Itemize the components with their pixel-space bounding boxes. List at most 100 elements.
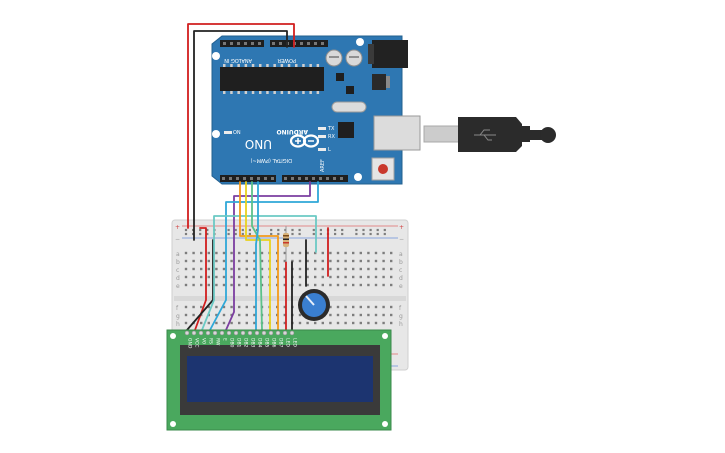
breadboard-hole bbox=[352, 275, 355, 279]
lcd-pin[interactable] bbox=[212, 330, 218, 336]
digital-pin[interactable] bbox=[333, 177, 336, 180]
breadboard-hole bbox=[215, 267, 218, 271]
digital-pin[interactable] bbox=[243, 177, 246, 180]
digital-pin[interactable] bbox=[326, 177, 329, 180]
rail-hole bbox=[234, 232, 237, 236]
digital-pin[interactable] bbox=[284, 177, 287, 180]
digital-pin[interactable] bbox=[222, 177, 225, 180]
breadboard-hole bbox=[306, 283, 309, 287]
analog-pin[interactable] bbox=[251, 42, 254, 45]
lcd-pin[interactable] bbox=[289, 330, 295, 336]
rail-hole bbox=[248, 232, 251, 236]
power-pin[interactable] bbox=[272, 42, 275, 45]
rail-hole bbox=[284, 228, 287, 232]
analog-pin[interactable] bbox=[230, 42, 233, 45]
digital-pin[interactable] bbox=[236, 177, 239, 180]
digital-pin[interactable] bbox=[264, 177, 267, 180]
breadboard-hole bbox=[207, 283, 210, 287]
lcd-pin[interactable] bbox=[184, 330, 190, 336]
digital-pin[interactable] bbox=[340, 177, 343, 180]
breadboard-hole bbox=[298, 275, 302, 279]
breadboard-hole bbox=[200, 275, 203, 279]
breadboard-hole bbox=[283, 267, 286, 271]
rail-hole bbox=[199, 228, 202, 232]
breadboard-hole bbox=[352, 305, 355, 309]
power-pin[interactable] bbox=[314, 42, 317, 45]
breadboard-hole bbox=[283, 313, 286, 317]
breadboard-hole bbox=[382, 275, 385, 279]
digital-pin[interactable] bbox=[257, 177, 260, 180]
breadboard-hole bbox=[329, 275, 332, 279]
analog-pin[interactable] bbox=[223, 42, 226, 45]
arduino-uno-board[interactable]: ANALOG IN POWER TX RX L ON bbox=[211, 35, 421, 185]
lcd-pin[interactable] bbox=[240, 330, 246, 336]
lcd-pin[interactable] bbox=[226, 330, 232, 336]
breadboard-hole bbox=[382, 313, 385, 317]
digital-pin[interactable] bbox=[291, 177, 294, 180]
breadboard-hole bbox=[314, 283, 317, 287]
breadboard-hole bbox=[260, 251, 264, 255]
breadboard-hole bbox=[245, 283, 248, 287]
lcd-pin[interactable] bbox=[205, 330, 211, 336]
digital-pin[interactable] bbox=[229, 177, 232, 180]
breadboard-hole bbox=[367, 267, 370, 271]
row-letter-h: h bbox=[176, 321, 180, 328]
lcd-pin[interactable] bbox=[198, 330, 204, 336]
lcd-pin[interactable] bbox=[247, 330, 253, 336]
lcd-pin[interactable] bbox=[275, 330, 281, 336]
power-pin[interactable] bbox=[321, 42, 324, 45]
lcd-pin[interactable] bbox=[261, 330, 267, 336]
breadboard-hole bbox=[352, 321, 355, 325]
rail-plus-label-right: + bbox=[399, 224, 404, 231]
digital-pin[interactable] bbox=[271, 177, 274, 180]
potentiometer[interactable] bbox=[298, 289, 330, 321]
rail-minus-label-right: − bbox=[399, 236, 404, 243]
breadboard-hole bbox=[192, 313, 195, 317]
rail-hole bbox=[319, 228, 322, 232]
lcd-pin[interactable] bbox=[233, 330, 239, 336]
power-pin[interactable] bbox=[300, 42, 303, 45]
analog-pin[interactable] bbox=[237, 42, 240, 45]
lcd-pin[interactable] bbox=[191, 330, 197, 336]
breadboard-hole bbox=[321, 283, 324, 287]
breadboard-hole bbox=[321, 321, 324, 325]
rail-hole bbox=[383, 232, 386, 236]
breadboard-hole bbox=[222, 267, 226, 271]
digital-pin[interactable] bbox=[319, 177, 322, 180]
breadboard-hole bbox=[374, 251, 378, 255]
wire-d2 bbox=[225, 181, 311, 331]
digital-pin[interactable] bbox=[305, 177, 308, 180]
lcd-pin[interactable] bbox=[219, 330, 225, 336]
breadboard-hole bbox=[291, 251, 294, 255]
lcd-pin-label: RS bbox=[208, 338, 214, 344]
power-pin[interactable] bbox=[307, 42, 310, 45]
analog-pin[interactable] bbox=[244, 42, 247, 45]
row-letter-c: c bbox=[176, 267, 179, 274]
breadboard-hole bbox=[230, 313, 233, 317]
power-pin[interactable] bbox=[279, 42, 282, 45]
breadboard-hole bbox=[390, 305, 393, 309]
chip-pin bbox=[302, 91, 305, 94]
digital-pin[interactable] bbox=[312, 177, 315, 180]
breadboard-hole bbox=[192, 259, 195, 263]
breadboard-hole bbox=[215, 321, 218, 325]
lcd-pin[interactable] bbox=[282, 330, 288, 336]
lcd-pin-label: E bbox=[222, 338, 228, 341]
breadboard-hole bbox=[200, 251, 203, 255]
breadboard-hole bbox=[336, 305, 340, 309]
digital-pin[interactable] bbox=[298, 177, 301, 180]
breadboard-hole bbox=[344, 305, 347, 309]
lcd-pin[interactable] bbox=[254, 330, 260, 336]
breadboard-hole bbox=[253, 259, 256, 263]
breadboard-hole bbox=[359, 251, 362, 255]
analog-pin[interactable] bbox=[258, 42, 261, 45]
breadboard-hole bbox=[344, 283, 347, 287]
lcd-pin[interactable] bbox=[268, 330, 274, 336]
breadboard-hole bbox=[238, 267, 241, 271]
digital-pin[interactable] bbox=[250, 177, 253, 180]
rail-hole bbox=[362, 232, 365, 236]
rail-hole bbox=[312, 232, 315, 236]
breadboard-hole bbox=[238, 313, 241, 317]
breadboard-hole bbox=[230, 267, 233, 271]
